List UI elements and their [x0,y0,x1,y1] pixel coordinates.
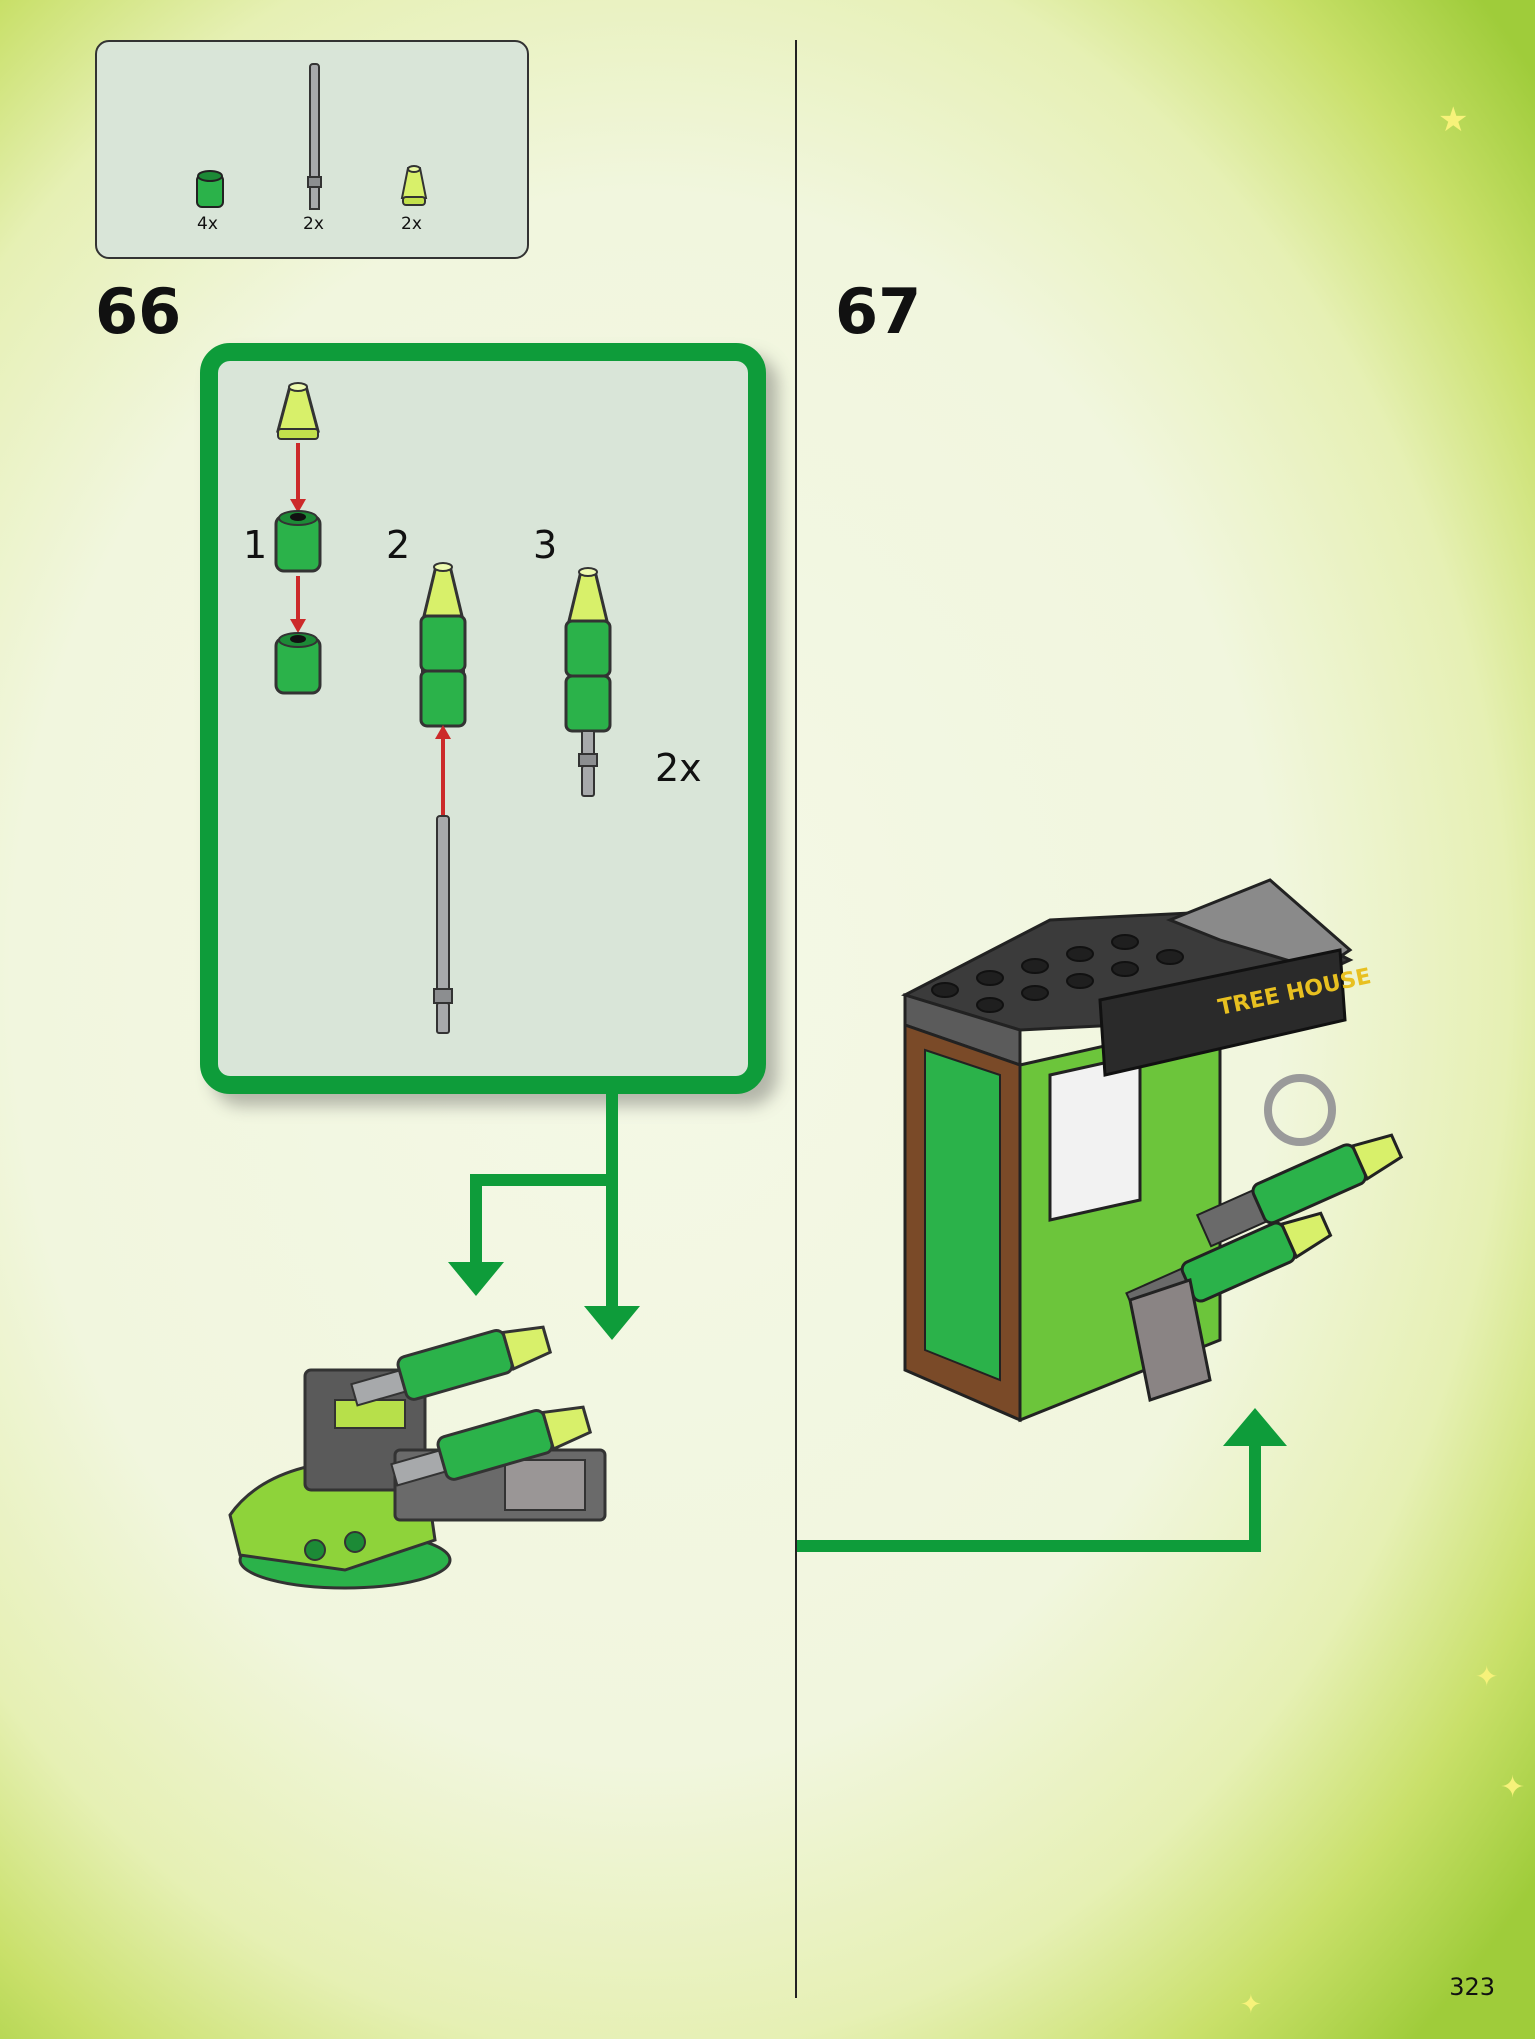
substep-2-number: 2 [386,523,411,567]
step-number-67: 67 [835,275,922,348]
substep-repeat-count: 2x [655,746,702,790]
parts-list-callout: 4x 2x 2x [95,40,529,259]
treehouse-model-illustration: TREE HOUSE [901,878,1404,1423]
sparkle-star-icon: ★ [1438,100,1469,140]
substep-callout: 1 2 3 2x [200,343,766,1094]
page-divider [795,40,797,1998]
trans-lime-cone-icon [400,165,428,206]
page-number: 323 [1449,1973,1495,2001]
substep-1-number: 1 [243,523,268,567]
substep-2-assembly [419,562,467,1034]
parts-qty-2: 2x [303,214,324,234]
sparkle-star-icon: ✦ [1240,1990,1262,2020]
step-number-66: 66 [95,275,182,348]
substep-1-assembly [274,382,322,695]
sparkle-star-icon: ✦ [1475,1660,1499,1693]
parts-qty-3: 2x [401,214,422,234]
green-round-brick-icon [196,170,224,208]
substep-3-number: 3 [533,523,558,567]
substep-3-assembly [564,567,612,797]
sparkle-star-icon: ✦ [1500,1770,1526,1805]
parts-qty-1: 4x [197,214,218,234]
step-66-model-base-illustration [228,1325,607,1590]
grey-bar-icon [307,63,322,210]
